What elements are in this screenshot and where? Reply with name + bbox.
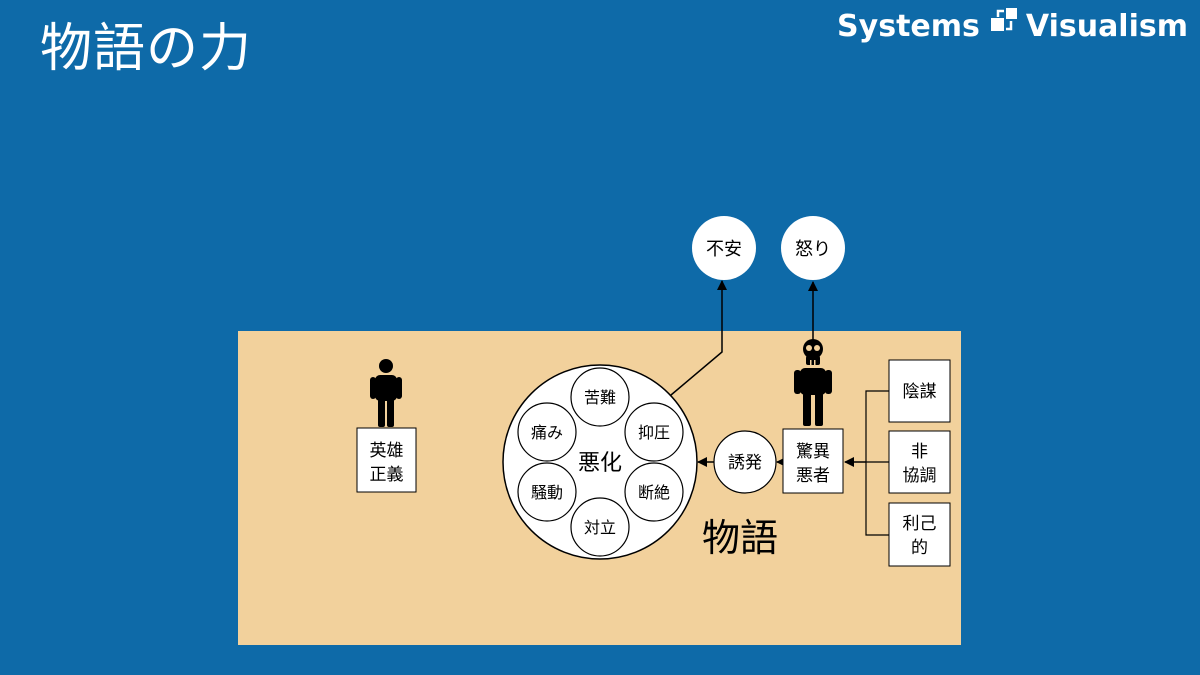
ring-node: 抑圧 xyxy=(624,402,684,462)
brand-right-text: Visualism xyxy=(1025,8,1188,44)
ring-node-label: 抑圧 xyxy=(638,423,670,442)
villain-label-line1: 驚異 xyxy=(796,442,830,462)
ring-node-label: 対立 xyxy=(584,518,616,537)
story-label: 物語 xyxy=(702,516,778,560)
ring-node: 断絶 xyxy=(624,462,684,522)
traits-bracket xyxy=(865,390,889,536)
trait-box: 陰謀 xyxy=(888,359,951,423)
trait-label-line2: 協調 xyxy=(903,466,937,486)
provoke-label: 誘発 xyxy=(728,453,762,473)
ring-node-label: 苦難 xyxy=(584,388,616,407)
trait-box: 利己 的 xyxy=(888,502,951,567)
systems-visualism-logo-icon xyxy=(990,7,1018,45)
trait-label-line1: 非 xyxy=(911,442,928,462)
central-label: 悪化 xyxy=(578,451,622,476)
outcome-right-label: 怒り xyxy=(795,239,831,260)
trait-box: 非 協調 xyxy=(888,430,951,494)
brand-logo: Systems Visualism xyxy=(837,6,1188,46)
trait-label: 陰謀 xyxy=(903,382,937,402)
worsening-cluster: 悪化 苦難 抑圧 断絶 対立 騒動 痛み xyxy=(502,364,698,560)
villain-label-line2: 悪者 xyxy=(796,466,830,486)
slide-title: 物語の力 xyxy=(40,19,253,79)
outcome-node-right: 怒り xyxy=(781,216,845,280)
brand-left-text: Systems xyxy=(837,8,980,44)
ring-node: 対立 xyxy=(570,497,630,557)
skull-person-icon xyxy=(794,339,832,426)
ring-node-label: 騒動 xyxy=(531,483,563,502)
hero-person-icon xyxy=(370,359,402,427)
trait-label-line1: 利己 xyxy=(903,514,937,534)
arrow-to-outcome-left xyxy=(670,280,727,396)
ring-node-label: 断絶 xyxy=(638,483,670,502)
provoke-node: 誘発 xyxy=(713,430,777,494)
outcome-node-left: 不安 xyxy=(692,216,756,280)
ring-node: 騒動 xyxy=(517,462,577,522)
hero-label-line2: 正義 xyxy=(370,465,404,485)
villain-label-box: 驚異 悪者 xyxy=(782,428,844,494)
hero-label-line1: 英雄 xyxy=(370,441,404,461)
ring-node-label: 痛み xyxy=(531,423,563,442)
ring-node: 苦難 xyxy=(570,367,630,427)
outcome-left-label: 不安 xyxy=(706,239,742,260)
trait-label-line2: 的 xyxy=(911,538,928,558)
hero-label-box: 英雄 正義 xyxy=(356,427,417,493)
ring-node: 痛み xyxy=(517,402,577,462)
